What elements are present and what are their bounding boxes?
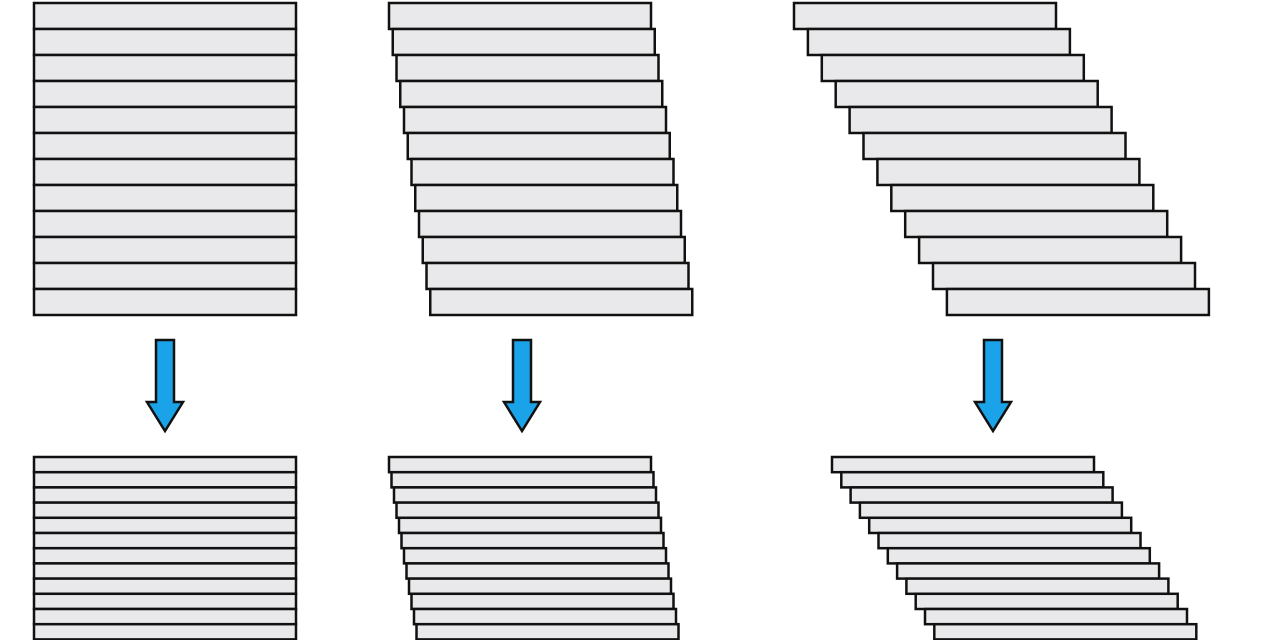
strongly-sheared-stack-bottom-slab [858,501,1124,520]
strongly-sheared-stack-bottom-slab [914,592,1179,611]
down-arrow-shape [144,338,186,434]
slightly-sheared-stack-top-slab [395,53,660,83]
vertical-stack-bottom-slab [32,531,298,550]
strongly-sheared-stack-bottom-slab [840,470,1105,489]
slightly-sheared-stack-bottom-slab [405,562,670,580]
slightly-sheared-stack-top-slab [406,131,671,161]
slightly-sheared-stack-top-slab [417,209,683,239]
strongly-sheared-stack-bottom-slab [849,486,1114,504]
down-arrow-icon [501,338,543,434]
vertical-stack-top-slab [32,53,298,83]
strongly-sheared-stack-bottom-slab [867,516,1133,535]
stack-top-vertical [32,1,298,317]
vertical-stack-top-slab [32,261,298,291]
slightly-sheared-stack-bottom-slab [402,546,668,565]
panel-slightly-sheared-stack [387,1,694,640]
vertical-stack-bottom-slab [32,562,298,580]
slightly-sheared-stack-bottom-slab [390,470,655,489]
vertical-stack-bottom-slab [32,546,298,565]
slightly-sheared-stack-top-slab [425,261,690,291]
slightly-sheared-stack-bottom-slab [415,622,680,640]
vertical-stack-bottom-slab [32,577,298,596]
strongly-sheared-stack-bottom-slab [886,546,1152,565]
vertical-stack-top-slab [32,79,298,109]
slightly-sheared-stack-bottom-slab [412,607,678,626]
vertical-stack-top-slab [32,131,298,161]
strongly-sheared-stack-bottom-slab [905,577,1170,596]
slightly-sheared-stack-bottom-slab [400,531,665,550]
strongly-sheared-stack-top-slab [834,79,1099,109]
slightly-sheared-stack-bottom-slab [397,516,663,535]
vertical-stack-bottom-slab [32,486,298,504]
vertical-stack-top-slab [32,183,298,213]
down-arrow-icon [144,338,186,434]
vertical-stack-bottom-slab [32,470,298,489]
strongly-sheared-stack-top-slab [890,183,1155,213]
slightly-sheared-stack-top-slab [421,235,686,265]
strongly-sheared-stack-bottom-slab [895,562,1161,580]
strongly-sheared-stack-top-slab [806,27,1072,57]
slightly-sheared-stack-bottom-slab [395,501,660,520]
stack-bottom-slightly-sheared [387,455,680,640]
slightly-sheared-stack-top-slab [402,105,668,135]
slightly-sheared-stack-top-slab [410,157,675,187]
vertical-stack-bottom-slab [32,592,298,611]
vertical-stack-bottom-slab [32,455,298,474]
strongly-sheared-stack-bottom-slab [923,607,1189,626]
slightly-sheared-stack-top-slab [387,1,653,31]
strongly-sheared-stack-top-slab [848,105,1113,135]
strongly-sheared-stack-top-slab [862,131,1127,161]
down-arrow-shape [501,338,543,434]
stack-top-slightly-sheared [387,1,694,317]
vertical-stack-bottom-slab [32,516,298,535]
stack-bottom-vertical [32,455,298,640]
strongly-sheared-stack-top-slab [945,287,1211,317]
strongly-sheared-stack-top-slab [917,235,1183,265]
vertical-stack-top-slab [32,235,298,265]
stack-top-strongly-sheared [792,1,1211,317]
vertical-stack-bottom-slab [32,622,298,640]
strongly-sheared-stack-bottom-slab [877,531,1142,550]
down-arrow-icon [972,338,1014,434]
vertical-stack-top-slab [32,27,298,57]
slightly-sheared-stack-top-slab [391,27,656,57]
vertical-stack-bottom-slab [32,501,298,520]
slightly-sheared-stack-top-slab [429,287,694,317]
strongly-sheared-stack-top-slab [903,209,1169,239]
slightly-sheared-stack-bottom-slab [392,486,658,504]
strongly-sheared-stack-top-slab [931,261,1197,291]
strongly-sheared-stack-top-slab [820,53,1086,83]
strongly-sheared-stack-bottom-slab [933,622,1198,640]
vertical-stack-bottom-slab [32,607,298,626]
vertical-stack-top-slab [32,157,298,187]
panel-vertical-stack [32,1,298,640]
stack-bottom-strongly-sheared [830,455,1198,640]
strongly-sheared-stack-top-slab [792,1,1058,31]
strongly-sheared-stack-bottom-slab [830,455,1096,474]
vertical-stack-top-slab [32,1,298,31]
slightly-sheared-stack-top-slab [414,183,679,213]
slightly-sheared-stack-bottom-slab [387,455,653,474]
vertical-stack-top-slab [32,105,298,135]
strongly-sheared-stack-top-slab [876,157,1141,187]
slightly-sheared-stack-bottom-slab [410,592,675,611]
vertical-stack-top-slab [32,209,298,239]
panel-strongly-sheared-stack [792,1,1211,640]
slightly-sheared-stack-bottom-slab [407,577,673,596]
down-arrow-shape [972,338,1014,434]
vertical-stack-top-slab [32,287,298,317]
slightly-sheared-stack-top-slab [399,79,664,109]
